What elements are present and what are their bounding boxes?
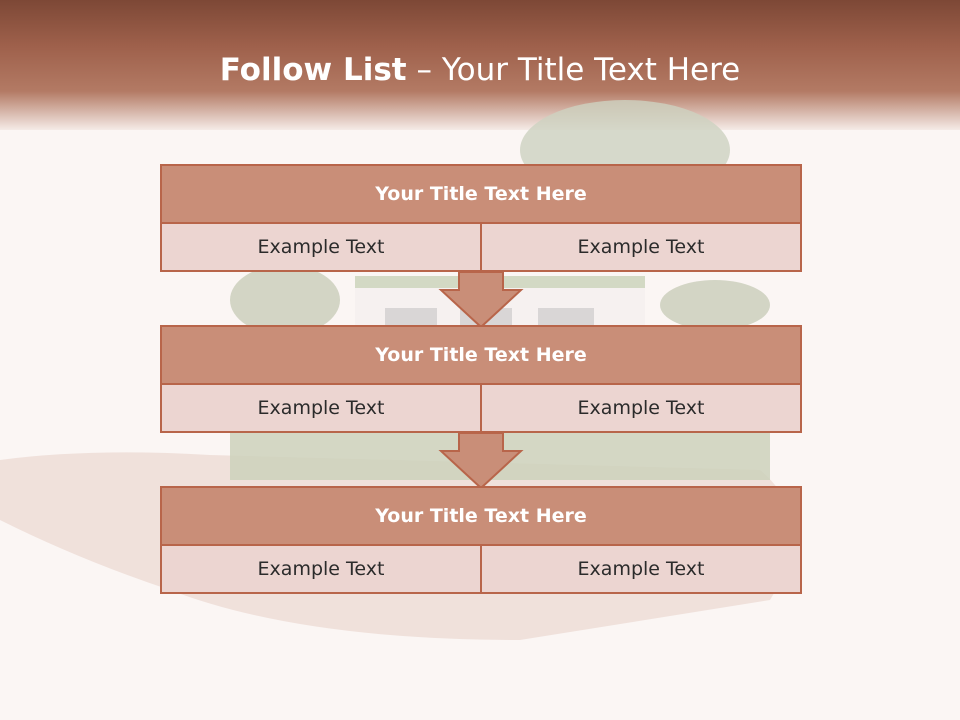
block-row: Example Text Example Text	[162, 385, 800, 431]
block-cell-right: Example Text	[482, 224, 800, 270]
block-row: Example Text Example Text	[162, 224, 800, 270]
page-title: Follow List – Your Title Text Here	[0, 52, 960, 88]
block-row: Example Text Example Text	[162, 546, 800, 592]
list-block-2: Your Title Text Here Example Text Exampl…	[160, 325, 802, 433]
block-cell-right: Example Text	[482, 385, 800, 431]
block-title: Your Title Text Here	[162, 166, 800, 222]
header-bar	[0, 0, 960, 130]
down-arrow-icon	[438, 271, 524, 329]
block-cell-left: Example Text	[162, 546, 480, 592]
block-cell-right: Example Text	[482, 546, 800, 592]
page-title-strong: Follow List	[219, 52, 407, 88]
block-cell-left: Example Text	[162, 385, 480, 431]
page-title-rest: – Your Title Text Here	[406, 52, 741, 88]
down-arrow-icon	[438, 432, 524, 490]
list-block-1: Your Title Text Here Example Text Exampl…	[160, 164, 802, 272]
list-block-3: Your Title Text Here Example Text Exampl…	[160, 486, 802, 594]
block-cell-left: Example Text	[162, 224, 480, 270]
block-title: Your Title Text Here	[162, 488, 800, 544]
block-title: Your Title Text Here	[162, 327, 800, 383]
